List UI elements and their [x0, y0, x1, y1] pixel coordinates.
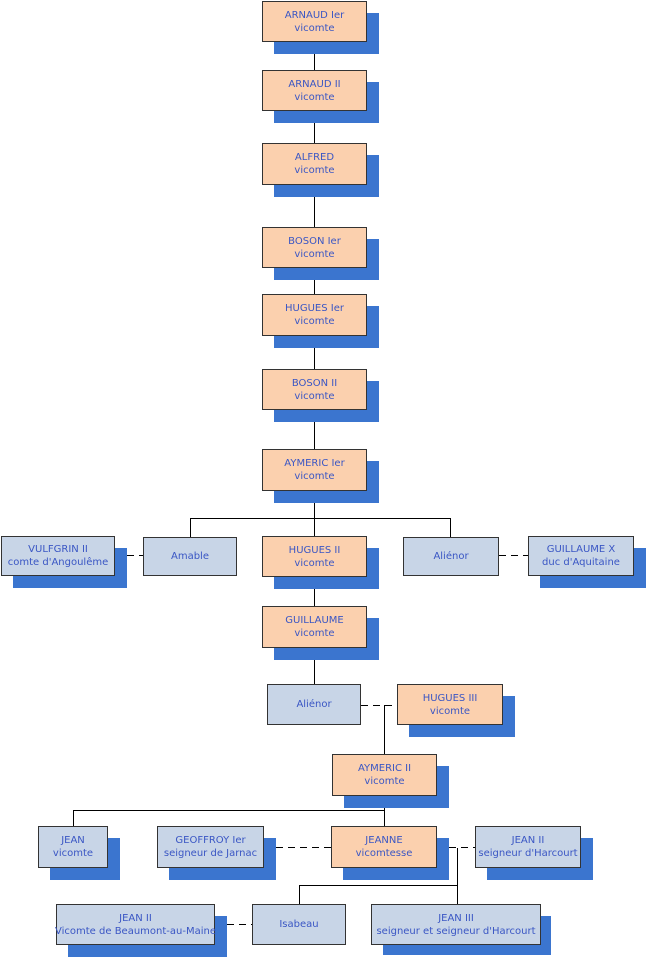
node-box: HUGUES II vicomte	[262, 536, 367, 577]
node-box: JEANNE vicomtesse	[331, 826, 437, 868]
node-jeanne[interactable]: JEANNE vicomtesse	[331, 826, 449, 880]
node-title: vicomte	[294, 628, 335, 639]
node-box: JEAN III seigneur et seigneur d'Harcourt	[371, 904, 541, 945]
node-box: VULFGRIN II comte d'Angoulême	[1, 536, 115, 576]
node-hugues-ier[interactable]: HUGUES Ier vicomte	[262, 294, 379, 348]
node-name: JEAN III	[438, 912, 474, 924]
node-box: AYMERIC Ier vicomte	[262, 449, 367, 491]
node-name: Aliénor	[433, 551, 469, 562]
node-title: vicomtesse	[355, 848, 413, 859]
node-name: BOSON II	[291, 377, 338, 389]
node-aymeric-ii[interactable]: AYMERIC II vicomte	[332, 754, 449, 808]
node-title: vicomte	[294, 248, 335, 260]
node-title: vicomte	[364, 776, 405, 787]
node-title: vicomte	[294, 557, 335, 569]
node-title: vicomte	[294, 471, 335, 482]
node-box: ALFRED vicomte	[262, 143, 367, 185]
node-box: Aliénor	[267, 684, 361, 725]
node-box: BOSON Ier vicomte	[262, 227, 367, 268]
node-name: GUILLAUME X	[546, 544, 616, 555]
node-name: HUGUES Ier	[285, 303, 344, 314]
node-arnaud-ier[interactable]: ARNAUD Ier vicomte	[262, 1, 379, 54]
node-name: JEAN	[61, 835, 85, 846]
node-title: vicomte	[294, 316, 335, 327]
node-title: seigneur de Jarnac	[163, 848, 258, 859]
node-box: JEAN II seigneur d'Harcourt	[475, 826, 581, 868]
node-name: ARNAUD II	[288, 78, 341, 90]
node-boson-ier[interactable]: BOSON Ier vicomte	[262, 227, 379, 280]
node-name: JEAN II	[119, 912, 152, 924]
node-amable[interactable]: Amable	[143, 537, 237, 576]
node-hugues-iii[interactable]: HUGUES III vicomte	[397, 684, 515, 737]
node-name: BOSON Ier	[288, 235, 341, 247]
node-guillaume-x[interactable]: GUILLAUME X duc d'Aquitaine	[528, 536, 646, 588]
node-boson-ii[interactable]: BOSON II vicomte	[262, 369, 379, 422]
node-name: AYMERIC Ier	[284, 458, 345, 469]
node-title: seigneur et seigneur d'Harcourt	[376, 925, 536, 937]
node-alienor-2[interactable]: Aliénor	[267, 684, 361, 725]
node-alfred[interactable]: ALFRED vicomte	[262, 143, 379, 197]
node-aymeric-ier[interactable]: AYMERIC Ier vicomte	[262, 449, 379, 503]
node-name: VULFGRIN II	[28, 544, 88, 555]
node-title: vicomte	[294, 91, 335, 103]
node-name: ALFRED	[294, 152, 335, 163]
node-title: comte d'Angoulême	[7, 557, 109, 568]
node-box: GEOFFROY Ier seigneur de Jarnac	[157, 826, 264, 868]
node-jean-iii[interactable]: JEAN III seigneur et seigneur d'Harcourt	[371, 904, 551, 955]
node-box: JEAN II Vicomte de Beaumont-au-Maine	[55, 904, 216, 945]
node-title: duc d'Aquitaine	[542, 557, 620, 568]
node-jean-ii-beaumont[interactable]: JEAN II Vicomte de Beaumont-au-Maine	[55, 904, 227, 957]
node-arnaud-ii[interactable]: ARNAUD II vicomte	[262, 70, 379, 123]
node-name: JEAN II	[511, 835, 545, 846]
node-name: AYMERIC II	[357, 763, 412, 774]
node-box: Isabeau	[252, 904, 346, 945]
node-name: GEOFFROY Ier	[175, 835, 246, 846]
node-geoffroy-ier[interactable]: GEOFFROY Ier seigneur de Jarnac	[157, 826, 276, 880]
node-jean-ii-harcourt[interactable]: JEAN II seigneur d'Harcourt	[475, 826, 593, 880]
node-name: Isabeau	[279, 919, 319, 930]
node-box: AYMERIC II vicomte	[332, 754, 437, 796]
node-box: Amable	[143, 537, 237, 576]
node-box: HUGUES III vicomte	[397, 684, 503, 725]
node-name: HUGUES III	[422, 692, 478, 704]
node-title: Vicomte de Beaumont-au-Maine	[55, 925, 216, 937]
node-box: ARNAUD II vicomte	[262, 70, 367, 111]
node-name: HUGUES II	[288, 544, 341, 556]
node-box: BOSON II vicomte	[262, 369, 367, 410]
node-name: Amable	[171, 551, 209, 562]
node-name: ARNAUD Ier	[284, 9, 345, 21]
node-box: GUILLAUME vicomte	[262, 606, 367, 648]
node-guillaume[interactable]: GUILLAUME vicomte	[262, 606, 379, 660]
node-title: vicomte	[294, 165, 335, 176]
node-box: JEAN vicomte	[38, 826, 108, 868]
node-box: ARNAUD Ier vicomte	[262, 1, 367, 42]
node-jean[interactable]: JEAN vicomte	[38, 826, 120, 880]
node-name: GUILLAUME	[285, 615, 344, 626]
node-title: vicomte	[294, 390, 335, 402]
node-box: HUGUES Ier vicomte	[262, 294, 367, 336]
node-box: GUILLAUME X duc d'Aquitaine	[528, 536, 634, 576]
node-name: JEANNE	[365, 835, 403, 846]
node-alienor-1[interactable]: Aliénor	[403, 537, 499, 576]
node-vulfgrin-ii[interactable]: VULFGRIN II comte d'Angoulême	[1, 536, 127, 588]
node-name: Aliénor	[296, 699, 332, 710]
node-hugues-ii[interactable]: HUGUES II vicomte	[262, 536, 379, 589]
node-title: vicomte	[429, 705, 471, 717]
node-isabeau[interactable]: Isabeau	[252, 904, 346, 945]
node-title: vicomte	[52, 848, 94, 859]
node-title: vicomte	[294, 22, 335, 34]
node-title: seigneur d'Harcourt	[478, 848, 578, 859]
node-box: Aliénor	[403, 537, 499, 576]
